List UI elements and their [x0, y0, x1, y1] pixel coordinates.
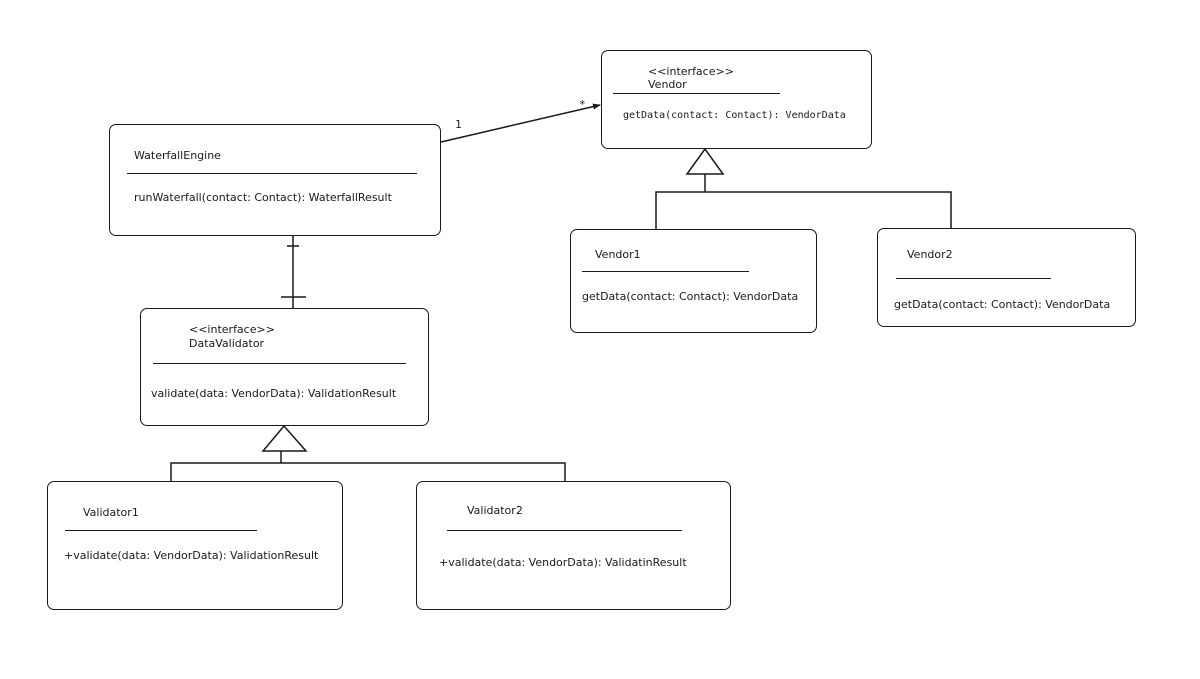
association-engine-vendor: [440, 103, 601, 143]
waterfall-engine-box[interactable]: WaterfallEngine runWaterfall(contact: Co…: [109, 124, 441, 236]
data-validator-method: validate(data: VendorData): ValidationRe…: [151, 387, 397, 400]
vendor1-box[interactable]: Vendor1 getData(contact: Contact): Vendo…: [570, 229, 817, 333]
vendor-class-name: Vendor: [648, 78, 687, 91]
validator1-class-name: Validator1: [83, 506, 139, 519]
vendor-inheritance-triangle: [685, 147, 725, 175]
validator1-box[interactable]: Validator1 +validate(data: VendorData): …: [47, 481, 343, 610]
waterfall-engine-class-name: WaterfallEngine: [134, 149, 221, 162]
vendor1-class-name: Vendor1: [595, 248, 641, 261]
vendor1-method: getData(contact: Contact): VendorData: [582, 290, 799, 303]
validator2-box[interactable]: Validator2 +validate(data: VendorData): …: [416, 481, 731, 610]
validator1-method: +validate(data: VendorData): ValidationR…: [64, 549, 319, 562]
vendor2-method: getData(contact: Contact): VendorData: [894, 298, 1111, 311]
vendor1-divider: [582, 271, 749, 272]
vendor-stereotype: <<interface>>: [648, 65, 734, 78]
vendor2-box[interactable]: Vendor2 getData(contact: Contact): Vendo…: [877, 228, 1136, 327]
multiplicity-engine-end: 1: [455, 118, 462, 131]
validator1-divider: [65, 530, 257, 531]
validator2-class-name: Validator2: [467, 504, 523, 517]
waterfall-engine-method: runWaterfall(contact: Contact): Waterfal…: [134, 191, 392, 204]
data-validator-divider: [153, 363, 406, 364]
data-validator-interface-box[interactable]: <<interface>> DataValidator validate(dat…: [140, 308, 429, 426]
waterfall-engine-divider: [127, 173, 417, 174]
vendor2-class-name: Vendor2: [907, 248, 953, 261]
vendor-method: getData(contact: Contact): VendorData: [623, 110, 846, 121]
validator2-method: +validate(data: VendorData): ValidatinRe…: [439, 556, 687, 569]
vendor2-divider: [896, 278, 1051, 279]
multiplicity-vendor-end: *: [579, 98, 586, 111]
vendor-interface-box[interactable]: <<interface>> Vendor getData(contact: Co…: [601, 50, 872, 149]
validator-inheritance-triangle: [261, 424, 308, 452]
validator2-divider: [447, 530, 682, 531]
vendor-divider: [613, 93, 780, 94]
vendor-inheritance-branches: [655, 191, 952, 230]
data-validator-class-name: DataValidator: [189, 337, 265, 350]
data-validator-stereotype: <<interface>>: [189, 323, 275, 336]
